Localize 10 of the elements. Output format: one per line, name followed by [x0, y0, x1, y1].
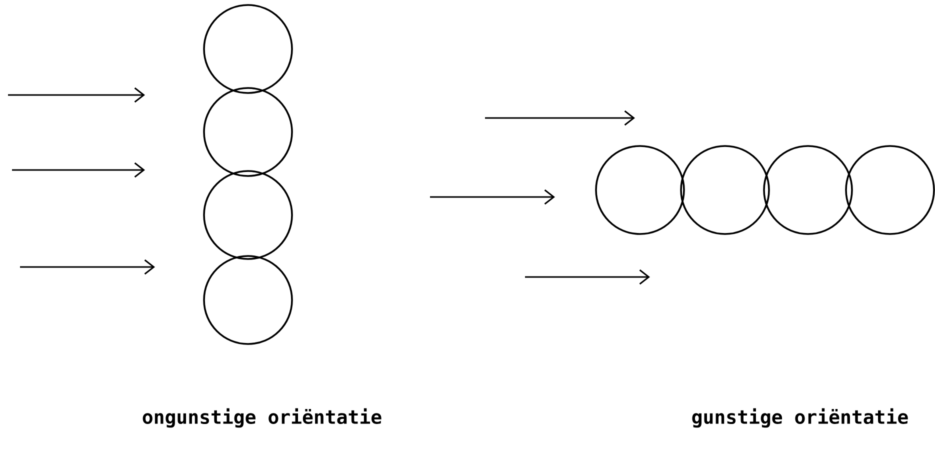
caption: gunstige oriëntatie [692, 408, 908, 428]
circle [595, 145, 685, 235]
circle [203, 87, 293, 177]
caption: ongunstige oriëntatie [142, 408, 382, 428]
circle [203, 170, 293, 260]
circle [203, 255, 293, 345]
circle [763, 145, 853, 235]
circle [680, 145, 770, 235]
circle [845, 145, 935, 235]
circle [203, 4, 293, 94]
